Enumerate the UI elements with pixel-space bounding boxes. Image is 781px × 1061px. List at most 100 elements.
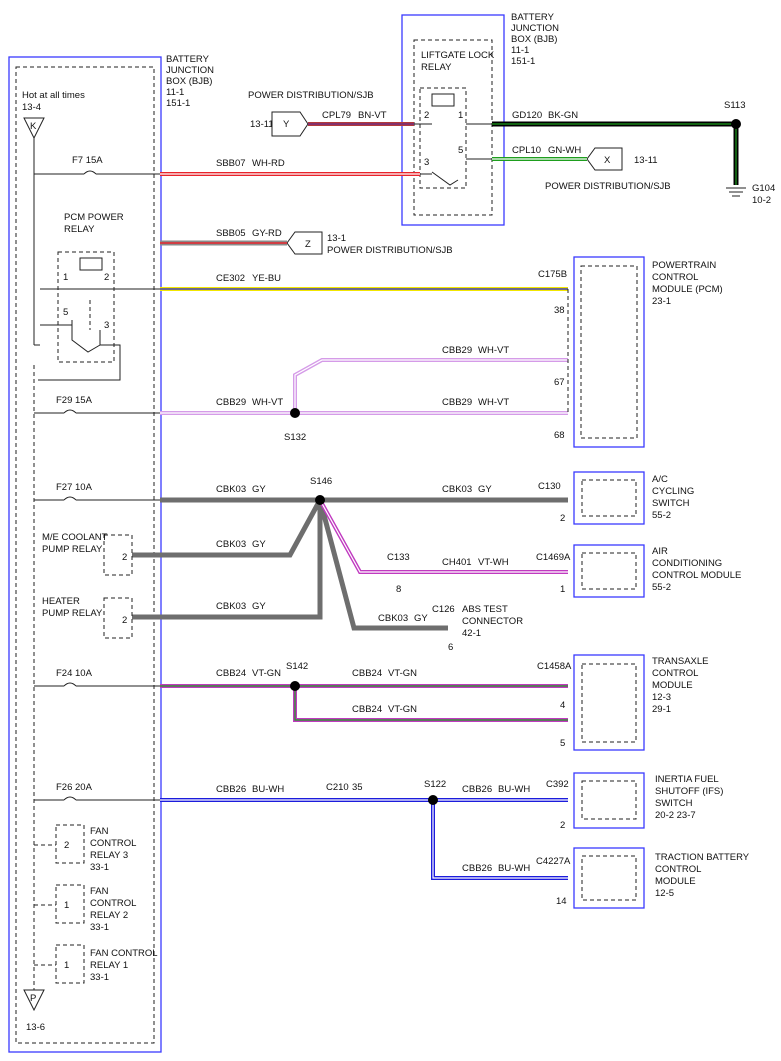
wire-cbk03c: [132, 498, 323, 558]
pcm-relay-title: RELAY: [64, 224, 95, 235]
pd-y-connector: [271, 111, 309, 137]
relay-heater-label: PUMP RELAY: [42, 608, 103, 619]
splice-s113-label: S113: [724, 100, 745, 111]
relay-fan3-box: [55, 824, 85, 864]
label-cbk03a-name: CBK03: [216, 484, 246, 495]
pcm-relay-coil-icon: [79, 257, 103, 271]
ifs-label-line: SHUTOFF (IFS): [655, 786, 723, 797]
abs-label-line: 42-1: [462, 628, 481, 639]
bjb-top-title-line: BOX (BJB): [511, 34, 557, 45]
splice-s142-label: S142: [286, 661, 308, 672]
pcm-relay-pin: 3: [104, 320, 109, 331]
ac-switch-label-line: A/C: [652, 474, 668, 485]
relay-fan3-label: RELAY 3: [90, 850, 128, 861]
ac-switch-label-line: 55-2: [652, 510, 671, 521]
ifs-label-line: SWITCH: [655, 798, 693, 809]
connector-c133: C133: [387, 552, 410, 563]
fuse-f24-label: F24 10A: [56, 668, 93, 679]
label-cbb24b-name: CBB24: [352, 668, 382, 679]
wire-cbb24c: [293, 686, 568, 722]
pcm-label-line: MODULE (PCM): [652, 284, 723, 295]
bjb-left-title-line: JUNCTION: [166, 65, 214, 76]
label-cpl10-color: GN-WH: [548, 145, 581, 156]
splice-s146: [315, 495, 325, 505]
hot-ref: 13-4: [22, 102, 41, 113]
liftgate-switch-icon: [431, 171, 459, 186]
liftgate-relay-pin: 5: [458, 145, 463, 156]
connector-c1469a: C1469A: [536, 552, 571, 563]
liftgate-coil-icon: [431, 93, 455, 107]
label-gd120-color: BK-GN: [548, 110, 578, 121]
liftgate-relay-pin: 1: [458, 110, 463, 121]
pin-tbcm: 14: [556, 896, 567, 907]
pcm-relay-pin: 2: [104, 272, 109, 283]
abs-label-line: ABS TEST: [462, 604, 508, 615]
bjb-left-title-line: BATTERY: [166, 54, 210, 65]
label-cbk03a-color: GY: [252, 484, 266, 495]
tcm-label-line: 29-1: [652, 704, 671, 715]
pin-tcm-5: 5: [560, 738, 565, 749]
tbcm-label-line: 12-5: [655, 888, 674, 899]
relay-heater-box: [103, 597, 133, 639]
wire-ch401-stripe: [319, 499, 568, 573]
pin-ac-switch: 2: [560, 513, 565, 524]
ground-g104-icon: [726, 187, 746, 197]
pd-x-tag: X: [604, 155, 611, 166]
ac-switch-inner: [581, 479, 637, 517]
relay-fan1-label: 33-1: [90, 972, 109, 983]
tcm-module-label: TRANSAXLE CONTROL MODULE 12-3 29-1: [652, 656, 709, 715]
fuse-f24-icon: [63, 682, 77, 687]
relay-fan2-pin: 1: [64, 900, 69, 911]
pin-abs: 6: [448, 642, 453, 653]
label-cbk03c-color: GY: [252, 539, 266, 550]
pcm-relay-pin: 1: [63, 272, 68, 283]
relay-fan3-label: CONTROL: [90, 838, 136, 849]
relay-me-coolant: 2 M/E COOLANT PUMP RELAY: [42, 532, 133, 576]
pcm-label-line: POWERTRAIN: [652, 260, 716, 271]
bjb-left-title: BATTERY JUNCTION BOX (BJB) 11-1 151-1: [166, 54, 214, 109]
ac-control-label-line: CONTROL MODULE: [652, 570, 741, 581]
pcm-module-inner: [580, 265, 638, 439]
fuse-f26-label: F26 20A: [56, 782, 93, 793]
liftgate-relay-title: LIFTGATE LOCK: [421, 50, 495, 61]
ac-switch-label: A/C CYCLING SWITCH 55-2: [652, 474, 694, 521]
relay-me-coolant-label: M/E COOLANT: [42, 532, 108, 543]
relay-fan1-pin: 1: [64, 960, 69, 971]
pd-z-connector: [286, 231, 323, 255]
bjb-left-title-line: 151-1: [166, 98, 190, 109]
fuse-f27-icon: [63, 496, 77, 501]
pcm-label-line: 23-1: [652, 296, 671, 307]
label-cbk03e-name: CBK03: [378, 613, 408, 624]
bjb-top-title-line: 151-1: [511, 56, 535, 67]
label-ch401-color: VT-WH: [478, 557, 509, 568]
relay-fan3-label: FAN: [90, 826, 109, 837]
connector-c210-pin: 35: [352, 782, 363, 793]
relay-fan2-label: CONTROL: [90, 898, 136, 909]
relay-fan2-label: FAN: [90, 886, 109, 897]
pin-tcm-4: 4: [560, 700, 565, 711]
splice-s132-label: S132: [284, 432, 306, 443]
relay-fan3-pin: 2: [64, 840, 69, 851]
ifs-label-line: 20-2 23-7: [655, 810, 696, 821]
pin-ac-module: 1: [560, 584, 565, 595]
label-cbb24b-color: VT-GN: [388, 668, 417, 679]
connector-c130: C130: [538, 481, 561, 492]
fuse-f7-icon: [83, 170, 97, 175]
bjb-top-title-line: JUNCTION: [511, 23, 559, 34]
fuse-f29-label: F29 15A: [56, 395, 93, 406]
pin-c133: 8: [396, 584, 401, 595]
relay-me-coolant-box: [103, 534, 133, 576]
connector-c1458a: C1458A: [537, 661, 572, 672]
p-connector-tag: P: [30, 993, 36, 1004]
ac-control-label-line: AIR: [652, 546, 668, 557]
connector-c210: C210: [326, 782, 349, 793]
label-cpl10-name: CPL10: [512, 145, 541, 156]
label-cbb24a-color: VT-GN: [252, 668, 281, 679]
ac-switch-label-line: SWITCH: [652, 498, 690, 509]
bjb-left-title-line: BOX (BJB): [166, 76, 212, 87]
relay-fan2-label: RELAY 2: [90, 910, 128, 921]
label-cpl79-color: BN-VT: [358, 110, 387, 121]
splice-s113: [731, 119, 741, 129]
liftgate-relay-pin: 2: [424, 110, 429, 121]
